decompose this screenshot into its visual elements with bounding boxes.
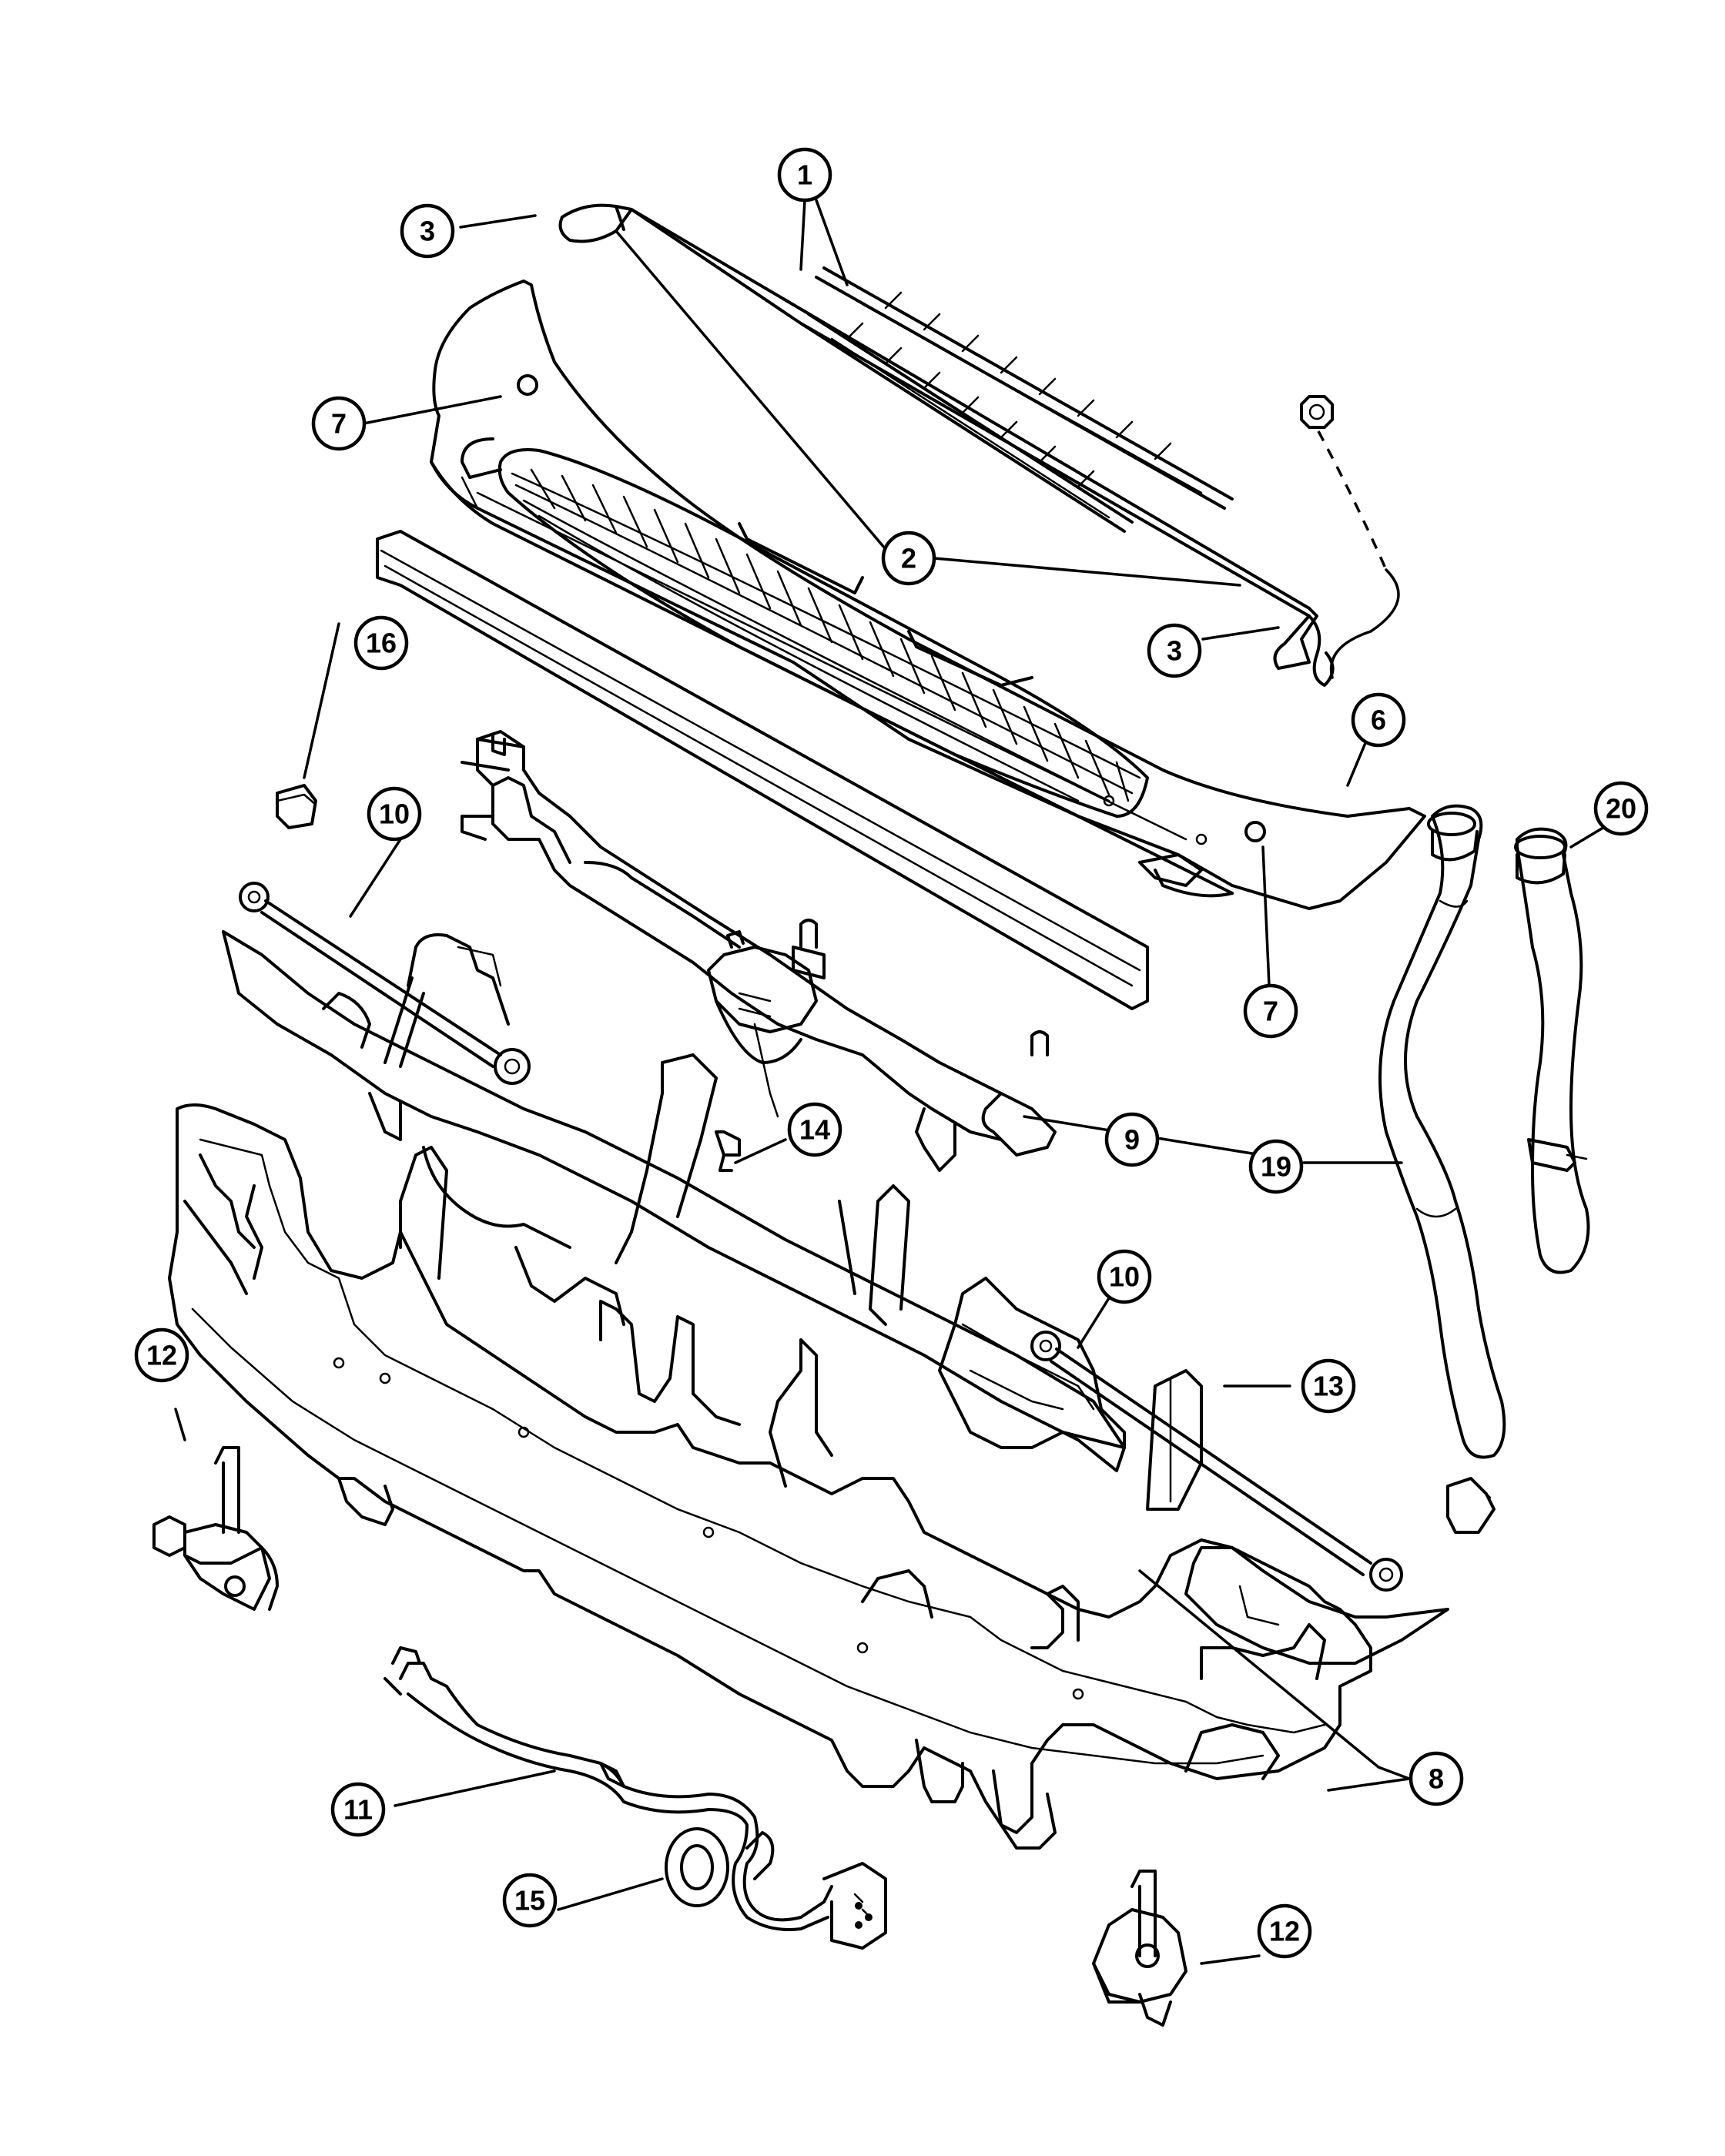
callout-label: 10 bbox=[1109, 1261, 1140, 1293]
pivot-bracket-left bbox=[152, 1446, 279, 1611]
callout-label: 2 bbox=[901, 543, 916, 574]
cowl-support-bracket-right bbox=[1030, 1331, 1449, 1665]
callout-1: 1 bbox=[777, 147, 832, 203]
wiper-arm-left bbox=[558, 203, 1311, 618]
callout-label: 12 bbox=[1269, 1916, 1300, 1947]
callout-12-left: 12 bbox=[134, 1327, 189, 1383]
callout-label: 8 bbox=[1429, 1763, 1444, 1795]
washer-hose-11 bbox=[384, 1646, 887, 1950]
callout-6: 6 bbox=[1351, 692, 1406, 748]
callout-label: 1 bbox=[797, 159, 812, 191]
pivot-bracket-right bbox=[1092, 1870, 1187, 2027]
callout-label: 10 bbox=[379, 798, 410, 830]
callout-label: 15 bbox=[514, 1885, 545, 1917]
callout-label: 9 bbox=[1124, 1124, 1140, 1156]
callout-16: 16 bbox=[353, 615, 409, 671]
callout-10-right: 10 bbox=[1097, 1249, 1152, 1304]
wiper-linkage-module bbox=[461, 730, 1057, 1172]
callout-label: 13 bbox=[1313, 1371, 1344, 1402]
drain-hose-20 bbox=[1514, 827, 1590, 1274]
callout-13: 13 bbox=[1301, 1358, 1356, 1414]
callout-20: 20 bbox=[1593, 781, 1649, 836]
wiper-arm-right bbox=[1273, 607, 1335, 687]
callout-label: 7 bbox=[1263, 996, 1278, 1027]
callout-10-top: 10 bbox=[367, 786, 422, 842]
grommet-15 bbox=[665, 1827, 775, 1907]
wiper-pivot-nut bbox=[1300, 395, 1334, 429]
callout-15: 15 bbox=[502, 1873, 558, 1928]
cowl-seal-strip bbox=[376, 530, 1149, 1010]
plenum-lower-tray bbox=[938, 1277, 1126, 1449]
wiper-blade-assembly bbox=[799, 266, 1234, 533]
callout-19: 19 bbox=[1248, 1139, 1304, 1194]
callout-label: 11 bbox=[343, 1794, 373, 1826]
callout-label: 3 bbox=[420, 216, 435, 247]
callout-9: 9 bbox=[1104, 1112, 1160, 1167]
callout-label: 7 bbox=[331, 408, 347, 440]
cowl-top-panel bbox=[430, 280, 1426, 910]
leader-lines bbox=[174, 199, 1611, 1965]
callout-3-right: 3 bbox=[1147, 623, 1202, 678]
callout-2: 2 bbox=[881, 531, 936, 586]
cowl-support-bracket bbox=[222, 882, 1126, 1472]
callout-label: 12 bbox=[146, 1340, 177, 1371]
callout-14: 14 bbox=[787, 1102, 842, 1157]
callout-label: 16 bbox=[366, 628, 397, 659]
callout-3-top: 3 bbox=[400, 203, 455, 259]
callout-7-left: 7 bbox=[311, 396, 367, 451]
callout-7-right: 7 bbox=[1243, 983, 1298, 1039]
callout-label: 20 bbox=[1606, 793, 1636, 825]
drain-hose-19 bbox=[1378, 804, 1506, 1459]
plug-right bbox=[1446, 1477, 1496, 1534]
callout-11: 11 bbox=[330, 1782, 386, 1837]
callout-label: 3 bbox=[1167, 635, 1182, 667]
plug-16 bbox=[276, 784, 317, 829]
plenum-panel bbox=[168, 1103, 1372, 1850]
callout-label: 14 bbox=[799, 1114, 830, 1146]
callout-12-right: 12 bbox=[1257, 1903, 1312, 1959]
callout-label: 6 bbox=[1371, 705, 1386, 736]
callout-8: 8 bbox=[1408, 1751, 1464, 1806]
callout-label: 19 bbox=[1261, 1151, 1291, 1183]
